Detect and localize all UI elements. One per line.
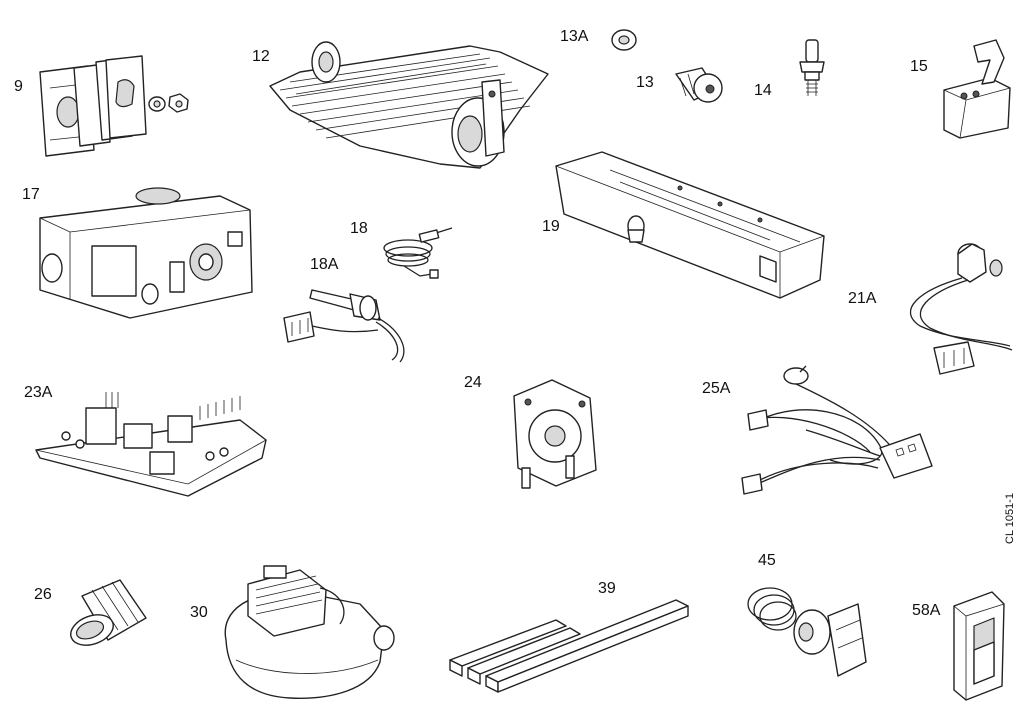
part-17-gas-valve [39,187,253,319]
part-13A-washer [611,29,637,51]
callout-12: 12 [252,48,270,65]
part-19-control-bracket [555,151,825,299]
callout-18: 18 [350,220,368,237]
callout-13: 13 [636,74,654,91]
callout-24: 24 [464,374,482,391]
part-15-cover [943,39,1011,139]
callout-15: 15 [910,58,928,75]
part-58A-rocker-switch [953,591,1005,701]
figure-code: CL 1051-1 [1004,493,1016,544]
part-30-fan [224,565,395,699]
part-45-capillary-stat [747,587,867,677]
part-23A-pcb [35,392,267,497]
part-25A-sensor-harness [741,365,933,495]
callout-45: 45 [758,552,776,569]
part-26-knob [70,579,147,646]
callout-25A: 25A [702,380,731,397]
part-39-strips [449,599,689,693]
callout-17: 17 [22,186,40,203]
callout-13A: 13A [560,28,589,45]
callout-21A: 21A [848,290,877,307]
part-24-pressure-switch [513,379,597,489]
part-21A-thermostat [909,243,1013,375]
part-18-thermocouple [383,227,453,279]
callout-14: 14 [754,82,772,99]
part-14-pin [799,39,825,96]
callout-9: 9 [14,78,23,95]
callout-58A: 58A [912,602,941,619]
callout-30: 30 [190,604,208,621]
part-18A-igniter [283,289,405,363]
callout-23A: 23A [24,384,53,401]
callout-39: 39 [598,580,616,597]
part-13-injector [675,67,723,103]
callout-18A: 18A [310,256,339,273]
callout-19: 19 [542,218,560,235]
callout-26: 26 [34,586,52,603]
part-12-burner [269,41,549,169]
part-9-gasket-set [39,55,189,157]
